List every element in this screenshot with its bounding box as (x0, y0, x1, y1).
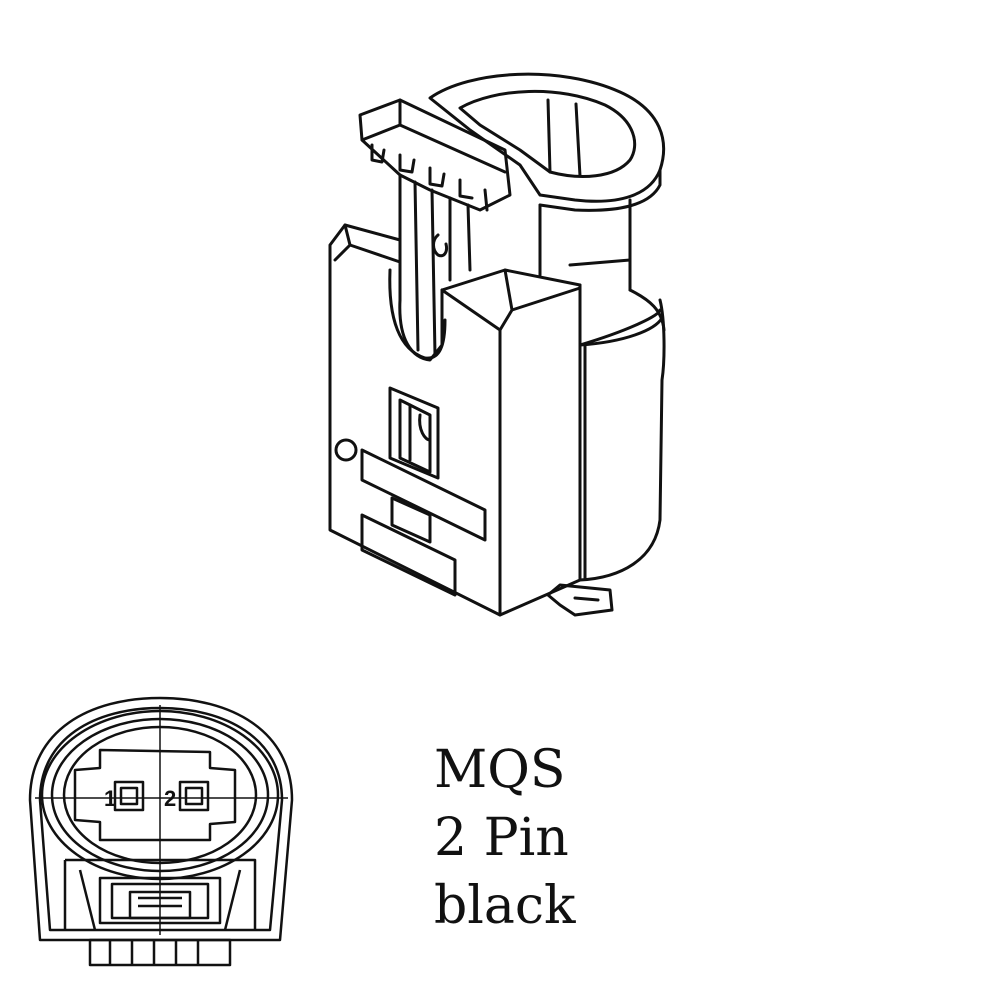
front-outer-housing (28, 696, 294, 942)
front-latch-area (63, 858, 257, 967)
housing-body (328, 223, 666, 617)
pin-number-1: 1 (104, 786, 116, 811)
socket-collar (428, 72, 666, 292)
color-text: black (434, 876, 576, 936)
pin-count-text: 2 Pin (434, 808, 569, 868)
connector-type-text: MQS (434, 740, 566, 800)
pin-cavity-2 (178, 780, 210, 812)
connector-spec-label: MQS 2 Pin black (434, 736, 734, 940)
pin-cavity-1 (113, 780, 145, 812)
pin-number-2: 2 (164, 786, 176, 811)
front-socket-insert (73, 748, 237, 842)
